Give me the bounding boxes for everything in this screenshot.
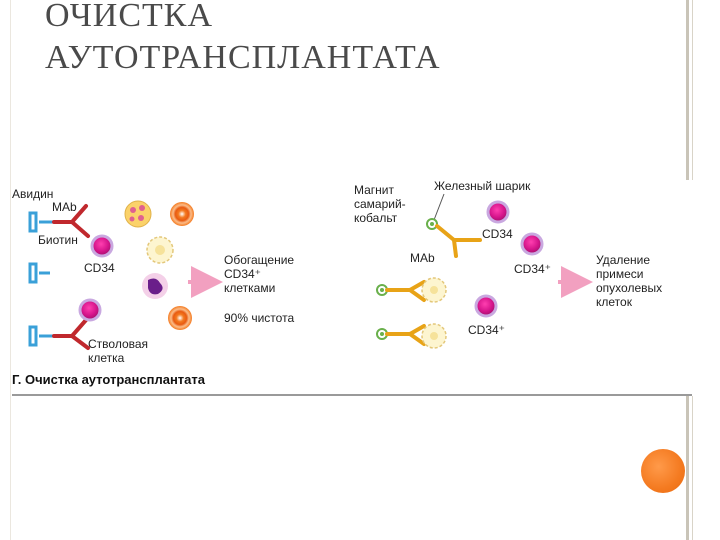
granulocyte-cell [124,200,152,228]
iron-bead-pointer [433,193,445,221]
antibody-left-bottom [52,318,90,350]
label-mab-left: MAb [52,200,77,214]
slide-frame-right-inner [692,0,693,180]
avidin-column [28,211,54,347]
label-cd34-right-c: CD34⁺ [468,323,505,337]
label-biotin: Биотин [38,233,78,247]
cd34-cell-stem [78,298,102,322]
label-removal-line3: опухолевых [596,281,662,295]
cd34-cell-right-1 [486,200,510,224]
bead-antibody-mid [376,277,447,303]
label-cd34-right-a: CD34 [482,227,513,241]
cd34-cell-right-3 [474,294,498,318]
slide-frame-right-lower-inner [692,396,693,540]
label-mab-right: MAb [410,251,435,265]
label-purity: 90% чистота [224,311,294,325]
erythroid-cell-2 [168,306,192,330]
purging-figure: Авидин MAb Биотин CD34 Стволовая клетка [10,178,692,398]
slide-frame-right-lower [686,396,689,540]
label-cd34-left: CD34 [84,261,115,275]
label-magnet-line1: Магнит [354,183,395,197]
label-enrich-line3: клетками [224,281,275,295]
label-avidin: Авидин [12,187,53,201]
cd34-cell-right-2 [520,232,544,256]
erythroid-cell [170,202,194,226]
label-magnet-line2: самарий- [354,197,406,211]
antibody-left-top [52,204,90,238]
slide-title-line2: АУТОТРАНСПЛАНТАТА [45,39,441,76]
slide-frame-left [10,0,11,540]
bead-antibody-top [426,218,482,258]
label-cd34-right-b: CD34⁺ [514,262,551,276]
label-iron-bead: Железный шарик [434,179,531,193]
neutrophil-cell [142,273,168,299]
label-removal-line2: примеси [596,267,644,281]
label-magnet-line3: кобальт [354,211,398,225]
bead-antibody-bottom [376,323,447,349]
slide-frame-right [686,0,689,180]
label-removal-line4: клеток [596,295,633,309]
monocyte-cell [146,236,174,264]
label-enrich-line1: Обогащение [224,253,294,267]
label-removal-line1: Удаление [596,253,650,267]
label-enrich-line2: CD34⁺ [224,267,261,281]
label-stem-line1: Стволовая [88,337,148,351]
label-stem-line2: клетка [88,351,125,365]
decorative-orange-circle [641,449,685,493]
cd34-cell [90,234,114,258]
figure-caption: Г. Очистка аутотрансплантата [12,372,206,387]
slide-title-line1: ОЧИСТКА [45,0,214,34]
